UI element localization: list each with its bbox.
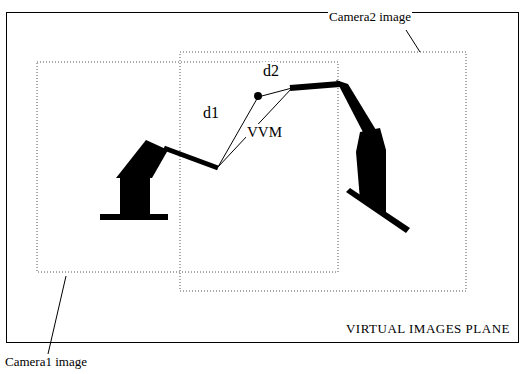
robot-arm xyxy=(290,84,340,88)
distance-line xyxy=(258,88,292,97)
distance-label: d2 xyxy=(262,62,280,80)
mechanism-label: VVM xyxy=(246,124,283,141)
camera1-region xyxy=(37,62,338,272)
robot-base xyxy=(346,188,410,233)
camera-label: Camera1 image xyxy=(4,355,88,369)
robot-shoulder xyxy=(116,140,168,178)
camera-label: Camera2 image xyxy=(328,10,412,24)
target-point xyxy=(254,92,262,100)
distance-label: d1 xyxy=(202,104,220,122)
robot-base xyxy=(100,214,168,220)
robot-pedestal xyxy=(120,178,150,214)
virtual-link xyxy=(218,88,292,167)
plane-title: VIRTUAL IMAGES PLANE xyxy=(346,322,510,336)
camera2-region xyxy=(180,52,466,291)
robot-arm xyxy=(164,148,218,168)
robot-arm xyxy=(336,80,376,138)
leader-line xyxy=(406,30,420,52)
